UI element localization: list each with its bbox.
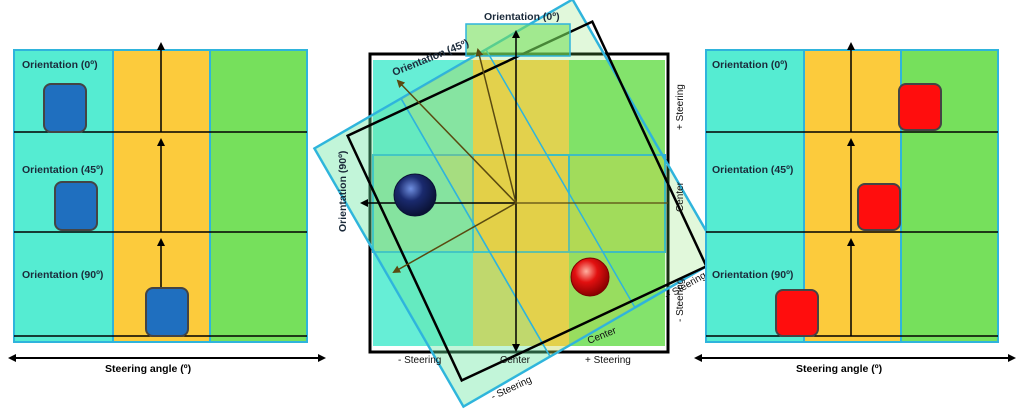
left-blue-marker-1 (54, 181, 98, 231)
left-axis-label: Steering angle (º) (105, 363, 191, 375)
right-red-marker-0 (898, 83, 942, 131)
center-minus-steering-side: - Steering (675, 279, 686, 322)
center-rotated-frame-outer (345, 19, 709, 383)
center-arrow-diag-up (475, 48, 517, 204)
center-orientation-90-label: Orientation (90º) (337, 151, 349, 232)
left-row-label-0: Orientation (0º) (22, 59, 98, 71)
center-top-strip (465, 23, 571, 57)
center-arrow-diag (396, 79, 517, 204)
right-panel: Orientation (0º) Orientation (45º) Orien… (694, 42, 1016, 375)
center-center-bottom: Center (500, 355, 531, 366)
right-row-label-0: Orientation (0º) (712, 59, 788, 71)
center-plus-steering-side: + Steering (675, 84, 686, 130)
right-axis-label: Steering angle (º) (796, 363, 882, 375)
left-blue-marker-0 (43, 83, 87, 133)
left-row-label-1: Orientation (45º) (22, 164, 103, 176)
center-panel: Orientation (0º) Orientation (45º) Orien… (312, 0, 724, 409)
left-panel: Orientation (0º) Orientation (45º) Orien… (8, 42, 326, 375)
right-red-marker-1 (857, 183, 901, 231)
red-ball (570, 257, 610, 297)
center-minus-steering-bottom: - Steering (398, 355, 441, 366)
right-row-label-2: Orientation (90º) (712, 269, 793, 281)
left-row-label-2: Orientation (90º) (22, 269, 103, 281)
center-plus-steering-bottom: + Steering (585, 355, 631, 366)
center-orientation-0-label: Orientation (0º) (484, 11, 560, 23)
left-blue-marker-2 (145, 287, 189, 337)
right-row-label-1: Orientation (45º) (712, 164, 793, 176)
blue-ball (393, 173, 437, 217)
right-red-marker-2 (775, 289, 819, 337)
center-arrow-diag-low (392, 202, 517, 273)
center-center-side: Center (675, 181, 686, 212)
left-zone-plus (209, 49, 308, 343)
